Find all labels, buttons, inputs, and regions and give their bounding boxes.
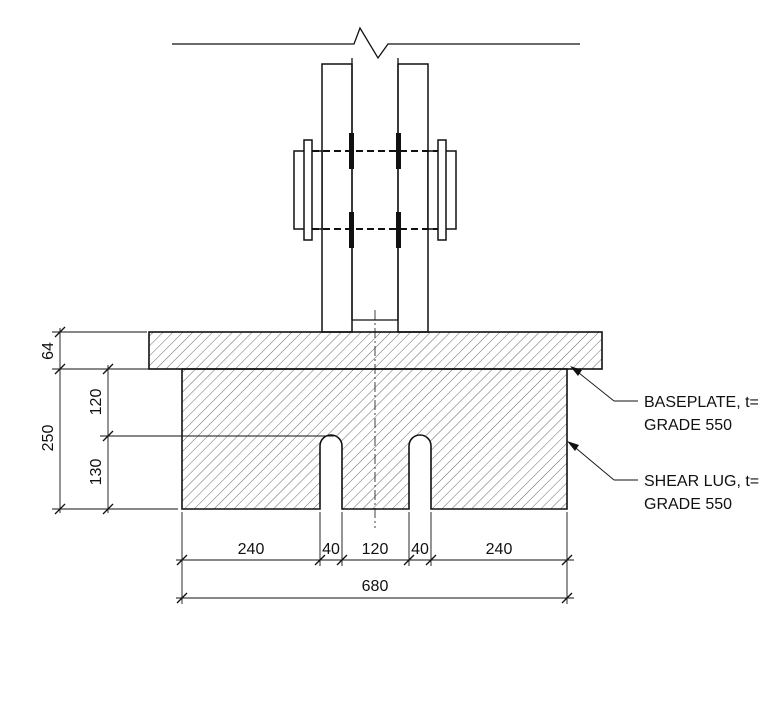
- baseplate-label-line1: BASEPLATE, t=: [644, 394, 759, 411]
- splice-plates: [293, 133, 457, 248]
- left-dimensions: [52, 326, 334, 515]
- baseplate-leader: [570, 366, 638, 402]
- dim-680: 680: [362, 578, 389, 595]
- dim-64: 64: [40, 342, 57, 360]
- shearlug-label-line1: SHEAR LUG, t=: [644, 473, 759, 490]
- dim-120-center: 120: [362, 541, 389, 558]
- shearlug-label-line2: GRADE 550: [644, 496, 732, 513]
- dim-250: 250: [40, 425, 57, 452]
- dim-40-left: 40: [322, 541, 340, 558]
- baseplate: [148, 331, 603, 370]
- shearlug-leader: [567, 441, 638, 481]
- dim-130: 130: [88, 459, 105, 486]
- dim-40-right: 40: [411, 541, 429, 558]
- dim-240-left: 240: [238, 541, 265, 558]
- shear-lug: [181, 368, 568, 510]
- column-break-line: [172, 26, 580, 60]
- dim-240-right: 240: [486, 541, 513, 558]
- column: [321, 58, 429, 333]
- dim-120-vertical: 120: [88, 389, 105, 416]
- bottom-dimensions: [176, 512, 574, 604]
- baseplate-label-line2: GRADE 550: [644, 417, 732, 434]
